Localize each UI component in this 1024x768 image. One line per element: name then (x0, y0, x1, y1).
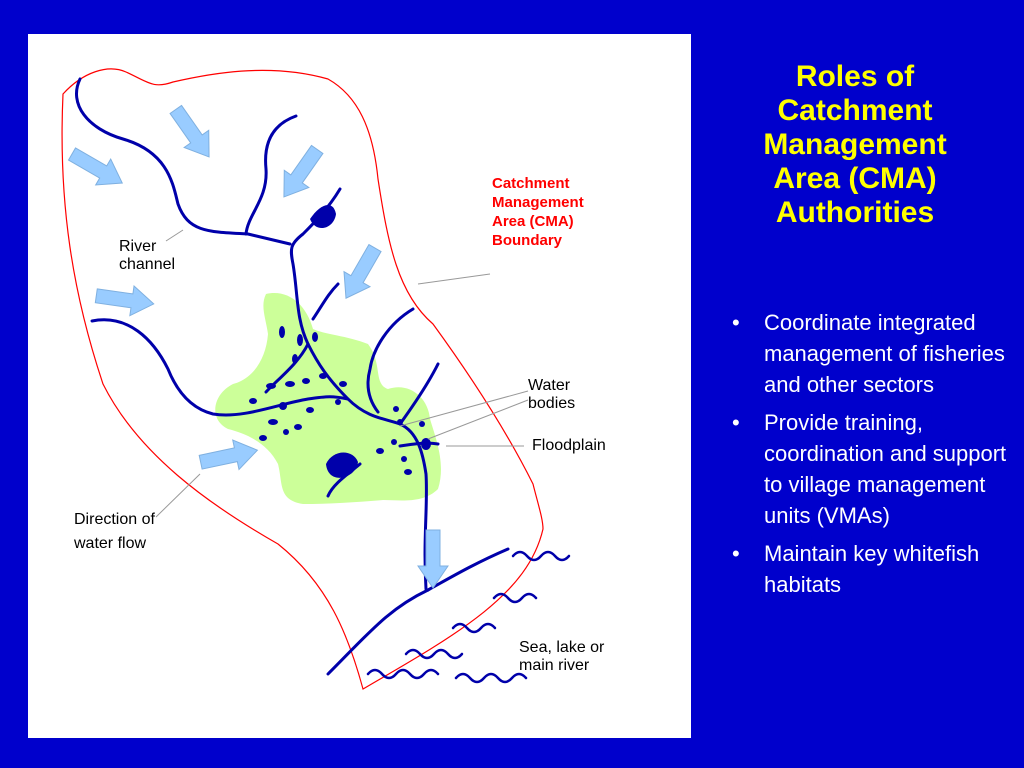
flow-arrow (283, 144, 324, 198)
bullet-item: • Provide training, coordination and sup… (728, 407, 1018, 531)
flow-arrows (67, 104, 449, 589)
flow-arrow (169, 104, 210, 158)
catchment-diagram (61, 68, 571, 690)
flow-arrow (67, 147, 124, 186)
label-sea-lake: Sea, lake or main river (519, 639, 605, 674)
flow-arrow (417, 529, 449, 589)
water-bodies (249, 204, 431, 478)
label-flow-direction: Direction of water flow (74, 511, 155, 552)
slide-title: Roles of Catchment Management Area (CMA)… (763, 60, 947, 229)
label-water-bodies: Water bodies (528, 377, 576, 412)
bullet-text: Maintain key whitefish habitats (764, 541, 980, 597)
flow-arrow (343, 243, 382, 300)
floodplain-area (215, 293, 441, 504)
label-cma-boundary: Catchment Management Area (CMA) Boundary (492, 175, 584, 249)
bullet-dot-icon: • (732, 410, 740, 435)
label-floodplain: Floodplain (532, 437, 606, 454)
bullet-item: • Maintain key whitefish habitats (728, 538, 1018, 600)
flow-arrow (94, 284, 155, 317)
flow-arrow (198, 439, 259, 471)
leader-lines (155, 229, 529, 518)
diagram-panel: River channel Catchment Management Area … (28, 34, 691, 738)
sea-waves (366, 550, 571, 684)
bullet-item: • Coordinate integrated management of fi… (728, 307, 1018, 400)
label-river-channel: River channel (119, 238, 176, 273)
bullet-text: Provide training, coordination and suppo… (764, 410, 1007, 528)
bullet-list: • Coordinate integrated management of fi… (728, 307, 1018, 607)
cma-boundary-line (61, 68, 544, 690)
bullet-dot-icon: • (732, 310, 740, 335)
bullet-dot-icon: • (732, 541, 740, 566)
bullet-text: Coordinate integrated management of fish… (764, 310, 1005, 397)
